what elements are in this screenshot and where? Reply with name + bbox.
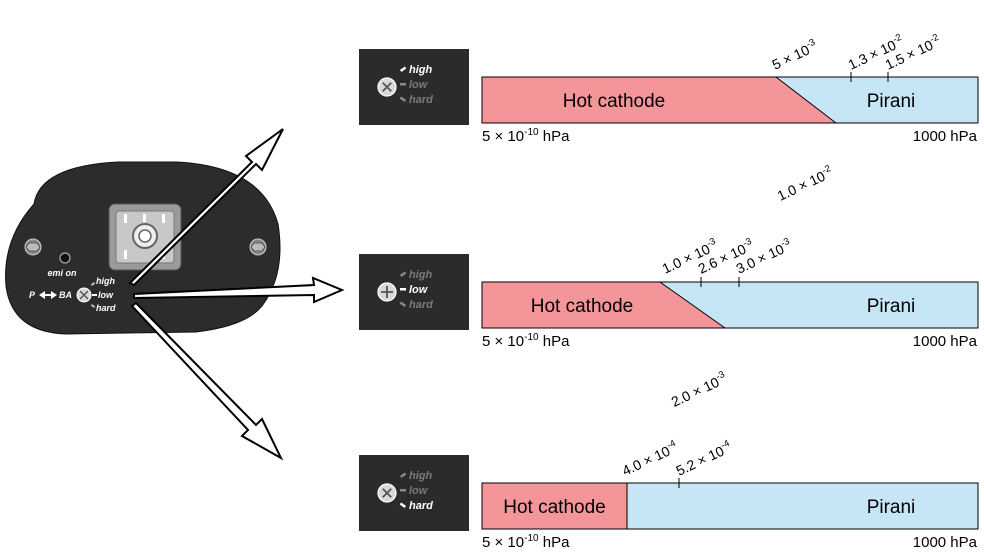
threshold-label-mantissa: 5.2 × 10 [674,443,727,479]
pirani-label: Pirani [867,91,916,112]
switchover-line [775,76,837,124]
switch-panel-background [359,254,469,330]
switch-label-hard: hard [409,94,433,106]
range-max-label: 1000 hPa [913,333,978,350]
threshold-label-exponent: -3 [805,37,817,51]
pointer-arrows [128,128,345,461]
switch-tick [400,83,406,86]
switchover-line [659,281,726,329]
range-bar-outline [481,281,979,329]
arrow-to-high-icon [128,128,284,287]
threshold-label-lower-mantissa: 1.0 × 10 [775,168,828,204]
pirani-label: Pirani [867,296,916,317]
connector-socket [108,203,182,271]
range-min-label: 5 × 10-10 hPa [482,332,570,350]
hot-cathode-region [482,77,836,123]
pirani-label: Pirani [867,497,916,518]
hot-cathode-region [482,483,627,529]
switch-label-low: low [409,485,429,497]
pirani-region [776,77,978,123]
rotary-switch-icon[interactable] [377,77,397,97]
switch-panel-background [359,49,469,125]
double-arrow-icon [39,291,57,299]
device-mode-switch[interactable] [76,287,92,303]
threshold-label-lower-mantissa: 2.0 × 10 [669,374,722,410]
switch-tick [399,502,407,508]
hot-cathode-label: Hot cathode [503,497,605,518]
rotary-switch-icon[interactable] [377,282,397,302]
switch-tick [399,66,407,72]
range-max-label: 1000 hPa [913,534,978,551]
range-min-label: 5 × 10-10 hPa [482,533,570,551]
switch-tick [399,96,407,102]
switch-label-high: high [409,470,432,482]
emi-led [59,252,71,264]
threshold-label-exponent: -2 [891,32,903,46]
switch-tick [399,271,407,277]
threshold-label-lower: 1.0 × 10-2 [774,163,835,204]
threshold-label-exponent: -3 [705,236,717,250]
switch-tick [400,489,406,492]
arrow-to-low-icon [133,276,345,304]
pirani-region [627,483,978,529]
rotary-switch-icon[interactable] [377,483,397,503]
switch-panel-background [359,455,469,531]
range-bar-hard: Hot cathode Pirani 5 × 10-10 hPa 1000 hPa 4.… [481,438,979,551]
mode-label-ba: BA [59,290,72,300]
range-bar-outline [481,76,979,124]
device-switch-high: high [96,276,115,286]
arrow-to-hard-icon [130,301,284,461]
threshold-label-lower-exponent: -2 [820,163,832,177]
threshold-label-lower-exponent: -3 [714,369,726,383]
switch-label-low: low [409,284,429,296]
switch-tick [400,288,406,291]
switch-label-high: high [409,269,432,281]
device-switch-hard: hard [96,303,116,313]
range-bar-outline [481,482,979,530]
threshold-label: 4.0 × 10-4 [619,438,681,479]
device-switch-low: low [98,290,114,300]
threshold-label-mantissa: 4.0 × 10 [620,443,673,479]
hot-cathode-label: Hot cathode [531,296,633,317]
switch-panel-hard: high low hard [359,455,469,531]
switch-label-high: high [409,64,432,76]
hot-cathode-region [482,282,725,328]
threshold-label-exponent: -3 [741,236,753,250]
range-min-label: 5 × 10-10 hPa [482,127,570,145]
switch-panel-low: high low hard [359,254,469,330]
threshold-label: 5 × 10-3 [769,37,820,73]
gauge-device: emi on P BA high low hard [5,161,281,335]
range-max-label: 1000 hPa [913,128,978,145]
range-bar-high: Hot cathode Pirani 5 × 10-10 hPa 1000 hPa 5 … [481,32,979,204]
mode-label-p: P [29,290,36,300]
screw-left-icon [24,238,42,256]
switch-tick [399,472,407,478]
threshold-label-exponent: -2 [928,32,940,46]
pirani-region [660,282,978,328]
threshold-label-lower: 2.0 × 10-3 [668,369,729,410]
switch-label-hard: hard [409,299,433,311]
hot-cathode-label: Hot cathode [563,91,665,112]
threshold-label-exponent: -3 [779,236,791,250]
switch-label-hard: hard [409,500,433,512]
switch-tick [399,301,407,307]
switch-label-low: low [409,79,429,91]
emi-label: emi on [47,268,77,278]
threshold-label: 5.2 × 10-4 [673,438,735,479]
switch-panel-high: high low hard [359,49,469,125]
screw-right-icon [249,238,267,256]
threshold-label-mantissa: 5 × 10 [770,42,813,73]
